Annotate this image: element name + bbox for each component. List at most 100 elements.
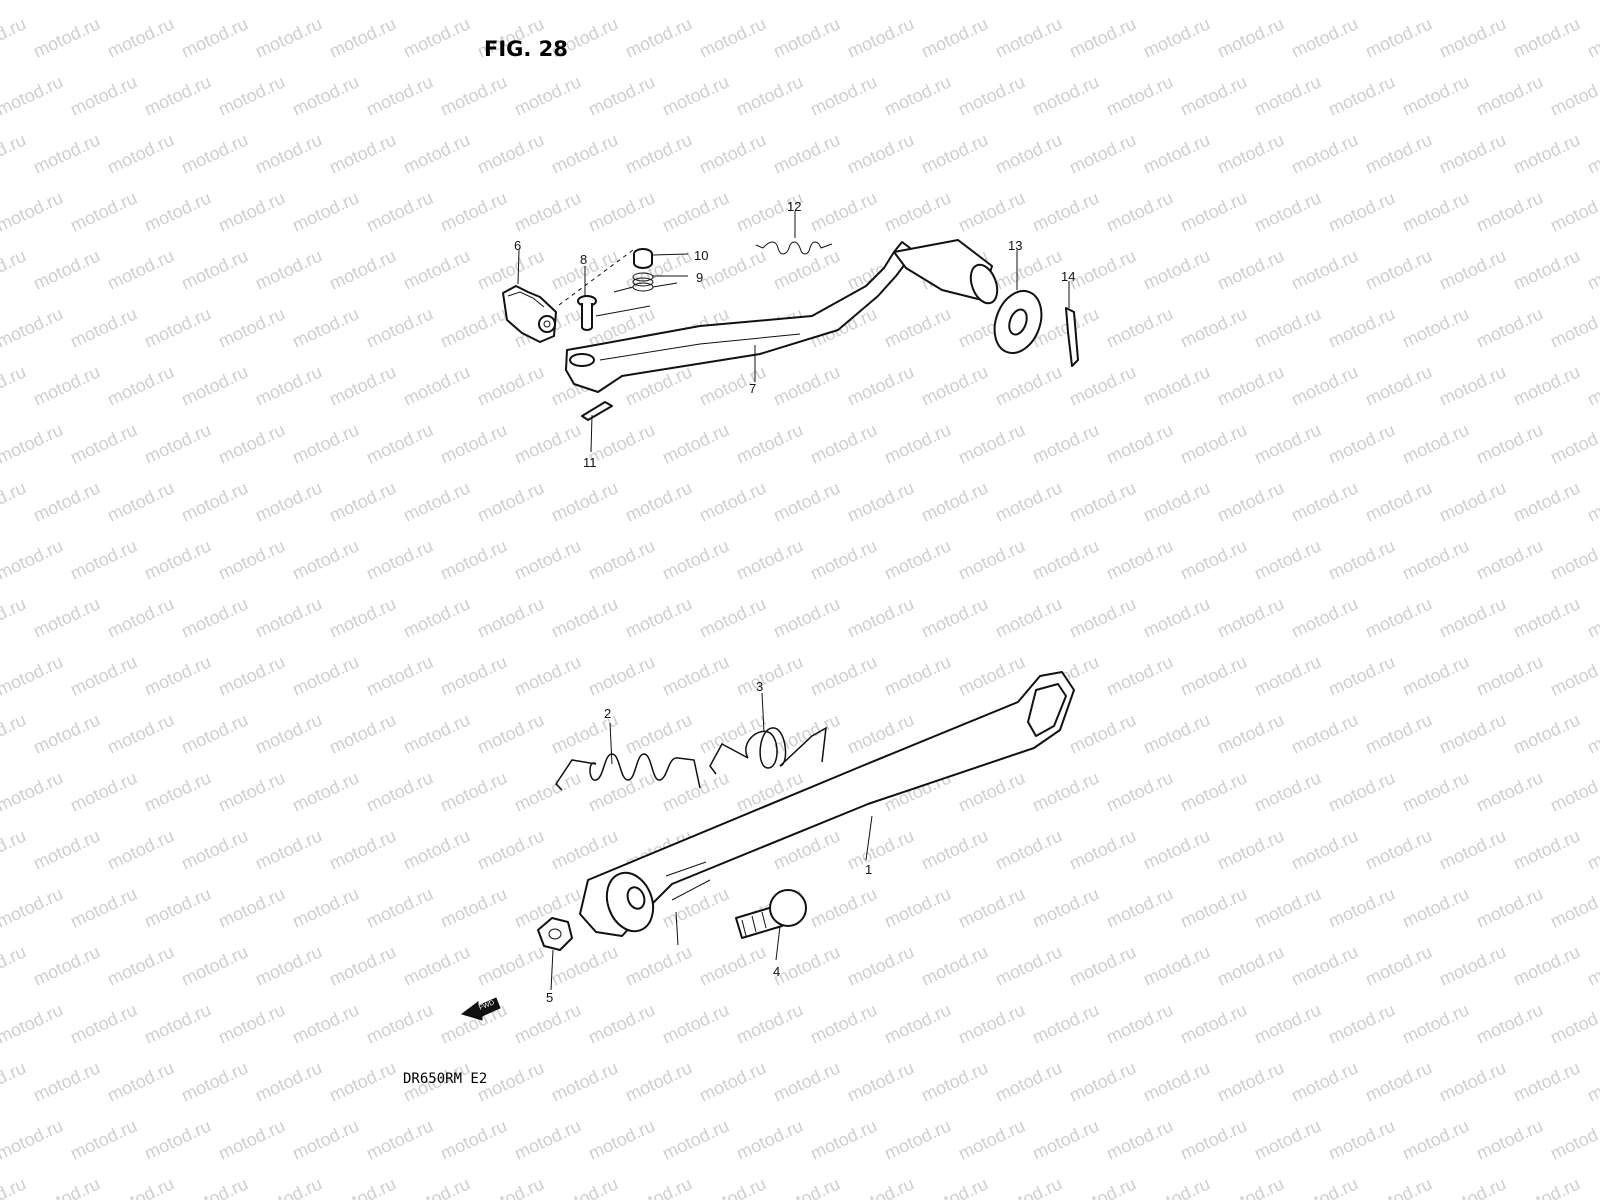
watermark-text: motod.ru xyxy=(696,477,769,525)
watermark-text: motod.ru xyxy=(104,1173,177,1200)
callout-leaders xyxy=(517,211,1070,991)
watermark-text: motod.ru xyxy=(844,477,917,525)
part-14-cotter-pin[interactable] xyxy=(1065,307,1079,367)
watermark-text: motod.ru xyxy=(437,419,510,467)
part-10-cap[interactable] xyxy=(633,248,653,269)
watermark-text: motod.ru xyxy=(1177,187,1250,235)
watermark-text: motod.ru xyxy=(289,1115,362,1163)
watermark-text: motod.ru xyxy=(67,71,140,119)
watermark-text: motod.ru xyxy=(1399,187,1472,235)
watermark-text: motod.ru xyxy=(0,71,66,119)
part-4-bolt[interactable] xyxy=(735,889,807,939)
watermark-text: motod.ru xyxy=(0,1115,66,1163)
part-7-brake-pedal[interactable] xyxy=(565,239,1002,393)
watermark-text: motod.ru xyxy=(400,245,473,293)
watermark-text: motod.ru xyxy=(1547,71,1600,119)
watermark-text: motod.ru xyxy=(659,0,732,4)
watermark-text: motod.ru xyxy=(1584,245,1600,293)
watermark-text: motod.ru xyxy=(0,999,66,1047)
watermark-text: motod.ru xyxy=(844,13,917,61)
watermark-text: motod.ru xyxy=(326,13,399,61)
watermark-text: motod.ru xyxy=(918,825,991,873)
watermark-text: motod.ru xyxy=(363,999,436,1047)
watermark-text: motod.ru xyxy=(363,1115,436,1163)
watermark-text: motod.ru xyxy=(400,941,473,989)
watermark-text: motod.ru xyxy=(511,0,584,4)
watermark-text: motod.ru xyxy=(215,883,288,931)
watermark-text: motod.ru xyxy=(955,419,1028,467)
watermark-text: motod.ru xyxy=(252,825,325,873)
watermark-text: motod.ru xyxy=(955,767,1028,815)
part-6-bracket[interactable] xyxy=(502,285,557,343)
watermark-text: motod.ru xyxy=(30,13,103,61)
watermark-text: motod.ru xyxy=(252,13,325,61)
watermark-text: motod.ru xyxy=(807,71,880,119)
watermark-text: motod.ru xyxy=(400,1173,473,1200)
watermark-text: motod.ru xyxy=(1066,941,1139,989)
watermark-text: motod.ru xyxy=(1214,941,1287,989)
watermark-text: motod.ru xyxy=(363,883,436,931)
watermark-text: motod.ru xyxy=(1066,1173,1139,1200)
watermark-text: motod.ru xyxy=(844,1057,917,1105)
watermark-text: motod.ru xyxy=(992,129,1065,177)
watermark-text: motod.ru xyxy=(659,999,732,1047)
watermark-text: motod.ru xyxy=(252,941,325,989)
part-8-pin[interactable] xyxy=(577,295,597,331)
watermark-text: motod.ru xyxy=(1547,187,1600,235)
watermark-text: motod.ru xyxy=(1436,593,1509,641)
watermark-text: motod.ru xyxy=(1325,883,1398,931)
watermark-text: motod.ru xyxy=(844,129,917,177)
watermark-text: motod.ru xyxy=(548,477,621,525)
watermark-text: motod.ru xyxy=(141,535,214,583)
watermark-text: motod.ru xyxy=(178,1057,251,1105)
watermark-text: motod.ru xyxy=(289,651,362,699)
callout-14: 14 xyxy=(1061,269,1075,284)
watermark-text: motod.ru xyxy=(844,825,917,873)
part-13-washer[interactable] xyxy=(986,284,1049,359)
watermark-text: motod.ru xyxy=(511,535,584,583)
callout-6: 6 xyxy=(514,238,521,253)
part-12-return-spring[interactable] xyxy=(755,241,833,255)
watermark-text: motod.ru xyxy=(1103,0,1176,4)
watermark-text: motod.ru xyxy=(1510,129,1583,177)
watermark-text: motod.ru xyxy=(0,593,29,641)
part-2-spring[interactable] xyxy=(555,753,701,791)
watermark-text: motod.ru xyxy=(770,1173,843,1200)
watermark-text: motod.ru xyxy=(0,1057,29,1105)
watermark-text: motod.ru xyxy=(141,303,214,351)
watermark-text: motod.ru xyxy=(881,999,954,1047)
part-9-spring[interactable] xyxy=(613,272,678,293)
part-1-side-stand[interactable] xyxy=(579,671,1075,946)
watermark-text: motod.ru xyxy=(807,0,880,4)
part-5-nut[interactable] xyxy=(537,917,573,951)
watermark-text: motod.ru xyxy=(1140,129,1213,177)
part-11-cotter-pin[interactable] xyxy=(581,401,613,421)
watermark-text: motod.ru xyxy=(30,709,103,757)
watermark-text: motod.ru xyxy=(622,709,695,757)
watermark-text: motod.ru xyxy=(1473,767,1546,815)
watermark-text: motod.ru xyxy=(1547,419,1600,467)
watermark-text: motod.ru xyxy=(1325,71,1398,119)
watermark-text: motod.ru xyxy=(807,419,880,467)
watermark-text: motod.ru xyxy=(659,71,732,119)
watermark-text: motod.ru xyxy=(326,361,399,409)
watermark-text: motod.ru xyxy=(215,419,288,467)
watermark-text: motod.ru xyxy=(955,1115,1028,1163)
part-3-spring[interactable] xyxy=(709,726,827,775)
watermark-text: motod.ru xyxy=(252,361,325,409)
watermark-text: motod.ru xyxy=(585,71,658,119)
watermark-text: motod.ru xyxy=(30,129,103,177)
watermark-text: motod.ru xyxy=(511,1115,584,1163)
watermark-text: motod.ru xyxy=(585,651,658,699)
watermark-text: motod.ru xyxy=(178,129,251,177)
callout-7: 7 xyxy=(749,381,756,396)
watermark-text: motod.ru xyxy=(67,767,140,815)
watermark-text: motod.ru xyxy=(474,593,547,641)
watermark-text: motod.ru xyxy=(1177,303,1250,351)
watermark-text: motod.ru xyxy=(881,187,954,235)
watermark-text: motod.ru xyxy=(1214,1173,1287,1200)
watermark-text: motod.ru xyxy=(1362,13,1435,61)
watermark-text: motod.ru xyxy=(1251,767,1324,815)
watermark-text: motod.ru xyxy=(1325,419,1398,467)
watermark-text: motod.ru xyxy=(104,825,177,873)
